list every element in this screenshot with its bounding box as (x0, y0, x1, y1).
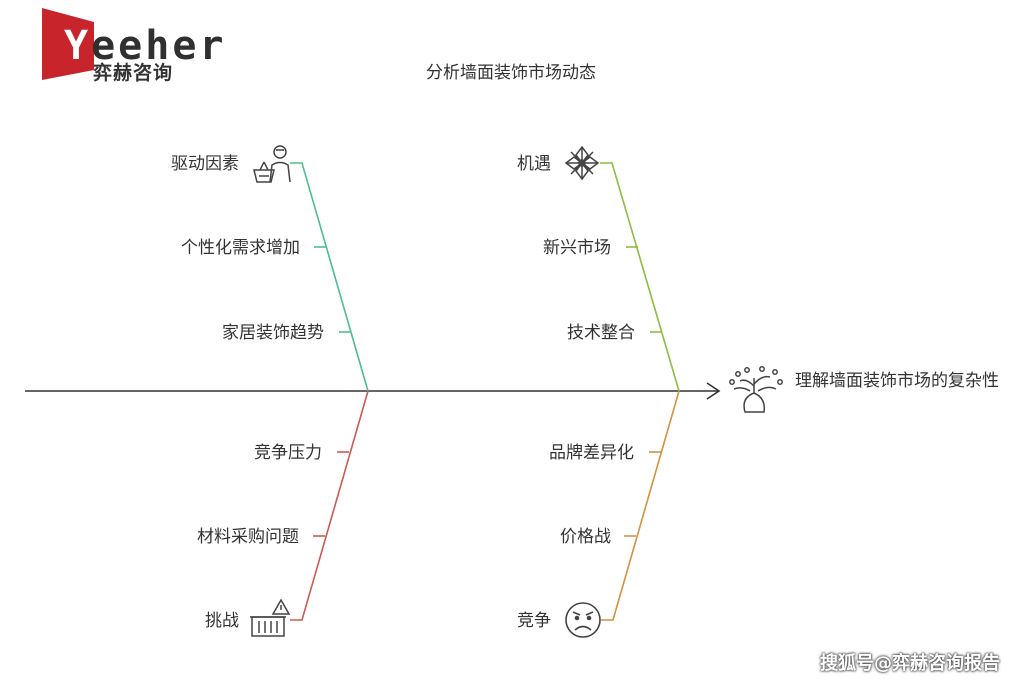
branch-label-competition: 竞争 (517, 611, 551, 631)
spine-arrow (25, 382, 721, 400)
diagram-title: 分析墙面装饰市场动态 (426, 63, 596, 83)
logo-wordmark: Yeeher (64, 26, 227, 66)
branch-label-drivers: 驱动因素 (171, 154, 239, 174)
logo-letters-rest: eeher (91, 23, 227, 69)
branch-challenges (290, 390, 369, 621)
cause-label-personalization: 个性化需求增加 (181, 238, 300, 258)
branch-opportunities (600, 162, 680, 392)
logo-subtitle: 弈赫咨询 (93, 62, 174, 84)
branch-competition (601, 390, 680, 621)
cause-label-emerging-markets: 新兴市场 (543, 238, 611, 258)
cause-label-competitive-pressure: 竞争压力 (254, 443, 322, 463)
cause-label-brand-differentiation: 品牌差异化 (549, 443, 634, 463)
warning-basket-icon (250, 598, 291, 637)
logo-mark-icon (42, 8, 94, 80)
brand-logo: Yeeher 弈赫咨询 (38, 6, 224, 86)
outcome-label: 理解墙面装饰市场的复杂性 (795, 371, 999, 391)
branch-label-opportunities: 机遇 (517, 154, 551, 174)
angry-face-icon (565, 602, 601, 638)
logo-letter-first: Y (64, 23, 92, 69)
shopping-basket-person-icon (253, 145, 291, 183)
cause-label-tech-integration: 技术整合 (567, 323, 635, 343)
watermark: 搜狐号@弈赫咨询报告 (820, 653, 1000, 674)
cause-label-home-decor-trend: 家居装饰趋势 (222, 323, 324, 343)
cause-label-price-war: 价格战 (560, 527, 611, 547)
branch-label-challenges: 挑战 (205, 611, 239, 631)
cause-label-material-sourcing: 材料采购问题 (197, 527, 299, 547)
snowflake-icon (564, 145, 600, 181)
branch-drivers (290, 162, 369, 392)
plant-sprout-icon (729, 366, 783, 413)
